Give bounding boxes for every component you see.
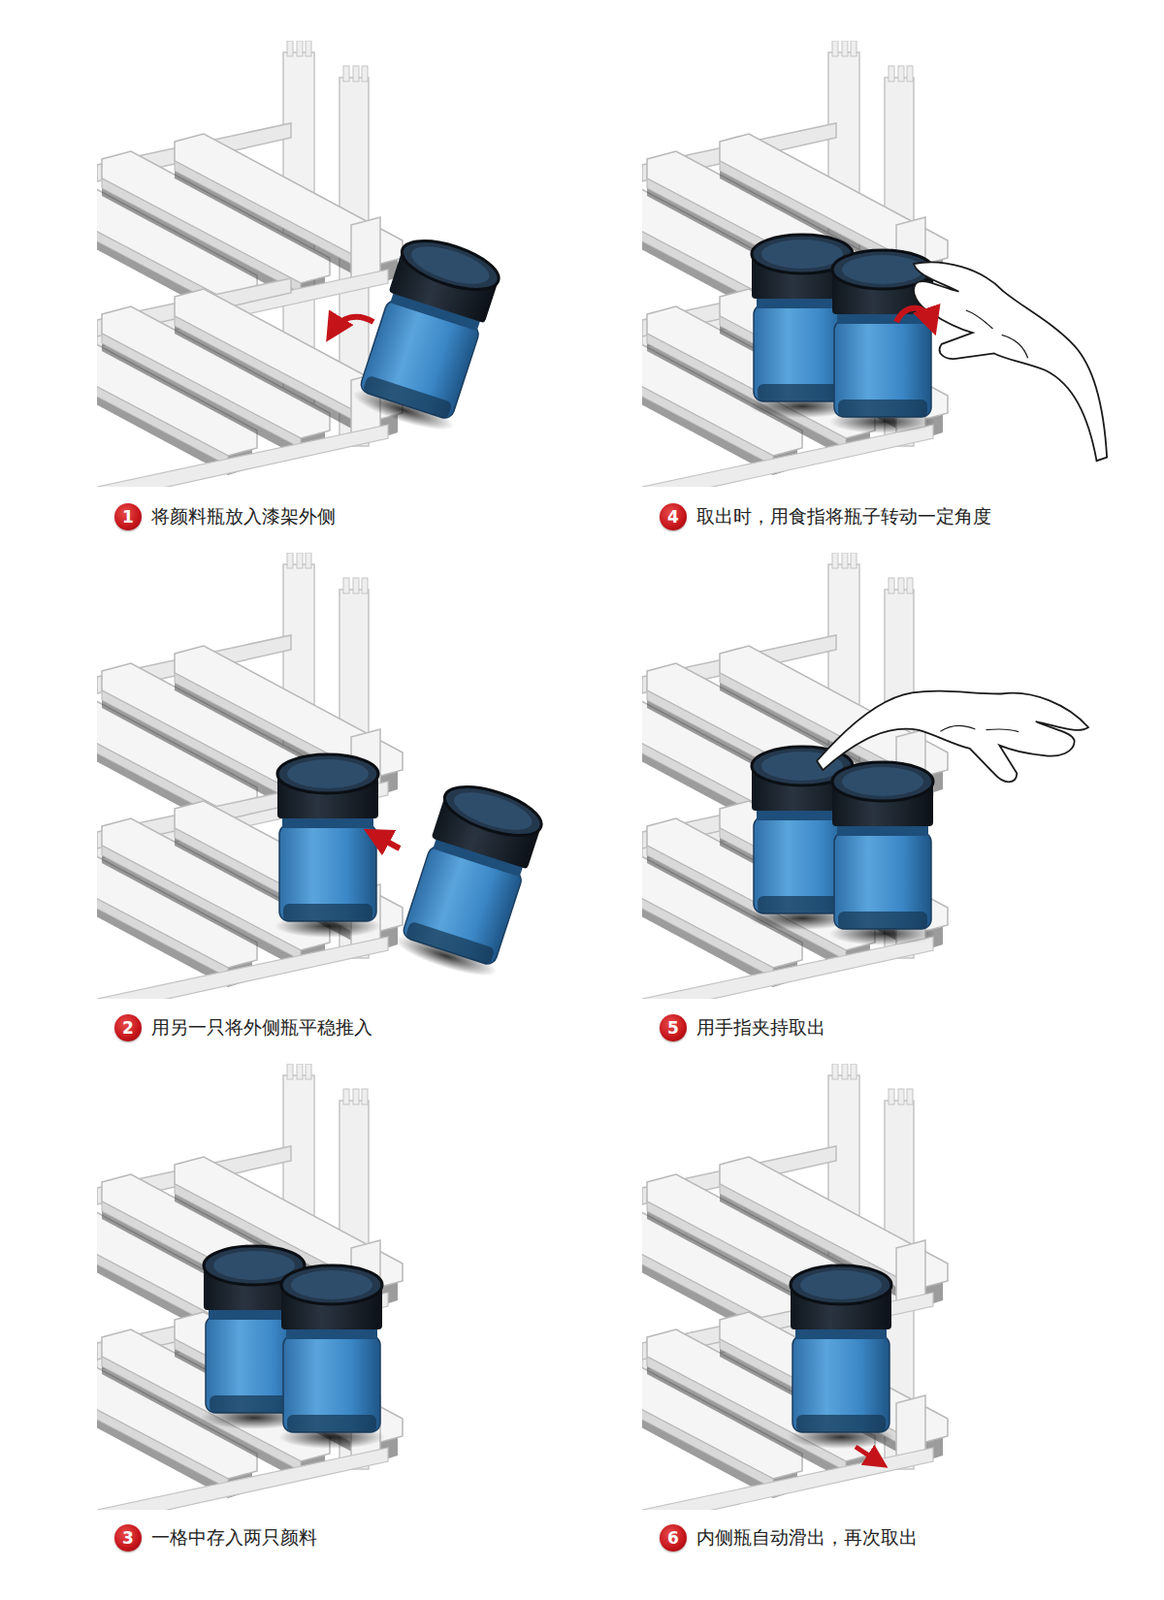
step-item: 3 一格中存入两只颜料 — [114, 1524, 318, 1552]
step-caption: 内侧瓶自动滑出，再次取出 — [696, 1525, 918, 1552]
step-item: 2 用另一只将外侧瓶平稳推入 — [114, 1014, 373, 1042]
callout-number: 3 — [114, 1524, 142, 1552]
callout-number: 4 — [659, 503, 687, 531]
step-caption: 用手指夹持取出 — [696, 1015, 826, 1041]
step-item: 6 内侧瓶自动滑出，再次取出 — [659, 1524, 918, 1552]
step-caption: 用另一只将外侧瓶平稳推入 — [151, 1015, 373, 1041]
step-item: 4 取出时，用食指将瓶子转动一定角度 — [659, 503, 992, 531]
callout-number: 5 — [659, 1014, 687, 1042]
step-caption: 将颜料瓶放入漆架外侧 — [151, 504, 336, 530]
step-caption: 取出时，用食指将瓶子转动一定角度 — [696, 504, 992, 530]
step-caption: 一格中存入两只颜料 — [151, 1525, 318, 1552]
callout-number: 6 — [659, 1524, 687, 1552]
step-item: 5 用手指夹持取出 — [659, 1014, 826, 1042]
callout-number: 2 — [114, 1014, 142, 1042]
step-item: 1 将颜料瓶放入漆架外侧 — [114, 503, 336, 531]
callout-number: 1 — [114, 503, 142, 531]
